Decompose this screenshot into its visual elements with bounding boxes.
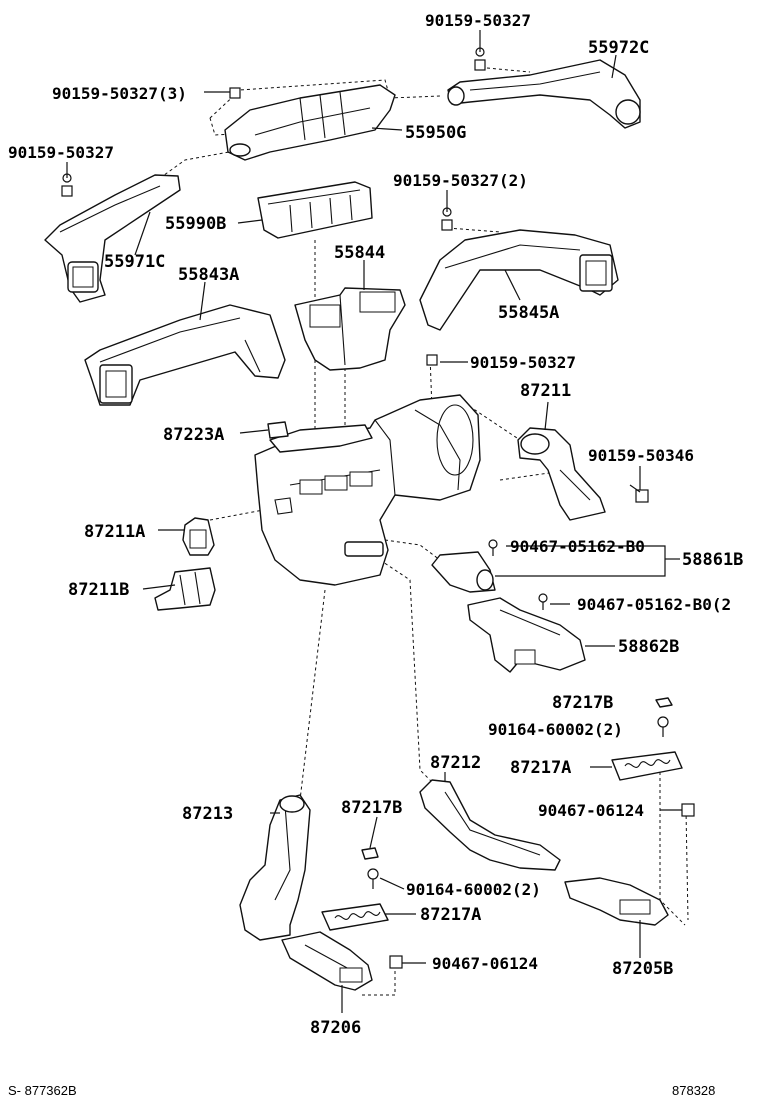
duct-87212 xyxy=(419,779,561,871)
screw-icon xyxy=(657,716,669,737)
label-90159-50327-top: 90159-50327 xyxy=(425,11,531,30)
part-labels: 90159-50327 55972C 90159-50327(3) 55950G… xyxy=(8,11,743,1038)
bolt-icon xyxy=(426,354,438,366)
screw-icon xyxy=(538,593,548,610)
fasteners xyxy=(61,47,695,969)
label-87217B-right: 87217B xyxy=(552,693,613,713)
label-90467-05162-B0-2: 90467-05162-B0(2 xyxy=(577,595,731,614)
label-90159-50327-2: 90159-50327(2) xyxy=(393,171,528,190)
label-90467-05162-B0: 90467-05162-B0 xyxy=(510,537,645,556)
label-55971C: 55971C xyxy=(104,252,165,272)
label-58862B: 58862B xyxy=(618,637,679,657)
footer-left-code: S- 877362B xyxy=(8,1083,77,1098)
duct-87211B xyxy=(154,567,216,611)
label-58861B: 58861B xyxy=(682,550,743,570)
label-90164-60002-2-right: 90164-60002(2) xyxy=(488,720,623,739)
duct-55845A xyxy=(419,229,619,331)
nut-icon xyxy=(681,803,695,817)
duct-55950G xyxy=(224,84,396,161)
duct-58861B xyxy=(431,551,496,593)
label-87217A-left: 87217A xyxy=(420,905,481,925)
label-55990B: 55990B xyxy=(165,214,226,234)
duct-58862B xyxy=(467,597,586,673)
footer-right-code: 878328 xyxy=(672,1083,715,1098)
pad-87217B-left xyxy=(361,847,379,860)
screw-icon xyxy=(367,868,379,889)
label-90159-50327-left: 90159-50327 xyxy=(8,143,114,162)
grille-87217A-right xyxy=(611,751,683,781)
grille-87217A-left xyxy=(321,903,389,931)
duct-55972C xyxy=(447,59,641,129)
duct-87205B xyxy=(564,877,669,926)
label-90467-06124-right: 90467-06124 xyxy=(538,801,644,820)
label-90159-50327-3: 90159-50327(3) xyxy=(52,84,187,103)
leader-lines xyxy=(66,30,682,1013)
label-87206: 87206 xyxy=(310,1018,361,1038)
nut-icon xyxy=(389,955,403,969)
label-87205B: 87205B xyxy=(612,959,673,979)
pad-87223A xyxy=(267,421,289,439)
assembly-dashed-lines xyxy=(159,67,689,996)
label-55950G: 55950G xyxy=(405,123,466,143)
duct-55843A xyxy=(84,304,286,406)
label-55972C: 55972C xyxy=(588,38,649,58)
duct-55971C xyxy=(44,174,181,303)
label-87223A: 87223A xyxy=(163,425,224,445)
duct-87213 xyxy=(239,794,311,941)
label-55845A: 55845A xyxy=(498,303,559,323)
duct-87211 xyxy=(517,427,606,521)
duct-87211A xyxy=(182,517,215,556)
pad-87217B-right xyxy=(655,697,673,708)
heater-unit xyxy=(254,394,481,586)
register-55844 xyxy=(294,287,406,371)
bolt-icon xyxy=(229,87,241,99)
label-87217B-left: 87217B xyxy=(341,798,402,818)
bolt-icon xyxy=(629,484,649,503)
label-87211A: 87211A xyxy=(84,522,145,542)
label-90164-60002-2-left: 90164-60002(2) xyxy=(406,880,541,899)
label-87213: 87213 xyxy=(182,804,233,824)
label-87212: 87212 xyxy=(430,753,481,773)
label-55843A: 55843A xyxy=(178,265,239,285)
label-87211: 87211 xyxy=(520,381,571,401)
label-90159-50327-mid: 90159-50327 xyxy=(470,353,576,372)
label-90159-50346: 90159-50346 xyxy=(588,446,694,465)
label-87211B: 87211B xyxy=(68,580,129,600)
label-55844: 55844 xyxy=(334,243,385,263)
register-55990B xyxy=(257,181,373,239)
label-90467-06124-left: 90467-06124 xyxy=(432,954,538,973)
label-87217A-right: 87217A xyxy=(510,758,571,778)
screw-icon xyxy=(488,539,498,556)
duct-87206 xyxy=(281,931,373,991)
